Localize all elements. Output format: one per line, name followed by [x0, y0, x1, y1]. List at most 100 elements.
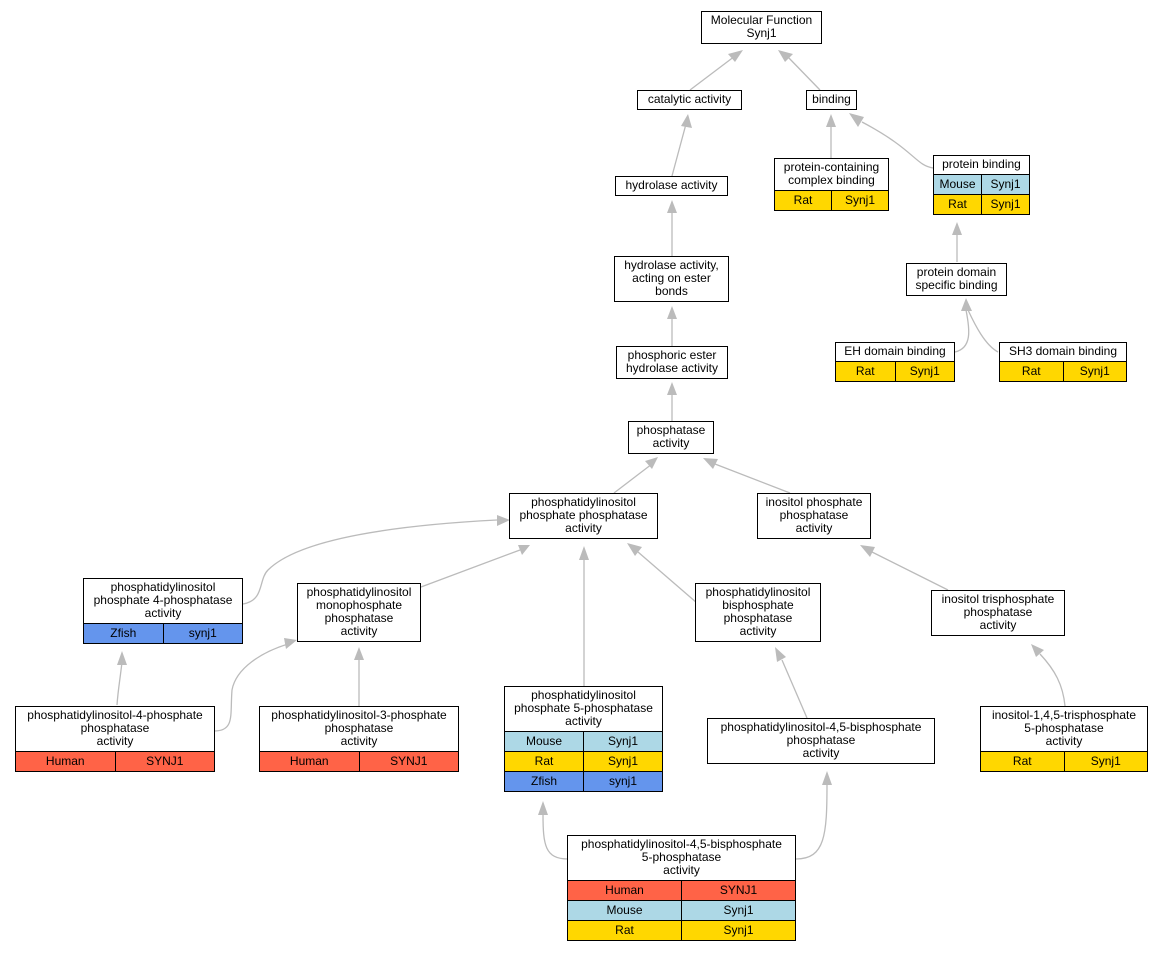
edge-itpp-ipp: [871, 551, 949, 591]
arrow-ehb-pdsb: [961, 298, 972, 311]
node-binding[interactable]: binding: [806, 90, 857, 110]
edge-pi4pp-pi4p: [116, 661, 123, 706]
species-label: Mouse: [934, 175, 981, 194]
arrow-pi45b5p-pi5p: [538, 801, 548, 815]
node-catalytic-activity[interactable]: catalytic activity: [637, 90, 742, 110]
arrow-phosester-hydroester: [667, 306, 677, 319]
node-hydrolase-activity-ester-bonds[interactable]: hydrolase activity, acting on ester bond…: [614, 256, 729, 302]
gene-label: Synj1: [1063, 752, 1147, 771]
node-inositol-phosphate-phosphatase-activity[interactable]: inositol phosphate phosphatase activity: [757, 493, 871, 539]
node-title: inositol trisphosphate phosphatase activ…: [941, 592, 1055, 632]
arrow-pccb-binding: [826, 114, 836, 127]
node-phosphoric-ester-hydrolase-activity[interactable]: phosphoric ester hydrolase activity: [616, 346, 728, 379]
node-title: hydrolase activity, acting on ester bond…: [624, 258, 719, 298]
edge-pi45b5p-pi45bp: [795, 783, 828, 860]
edge-pi4p-pipphos: [242, 519, 498, 605]
gene-label: Synj1: [981, 195, 1029, 214]
node-pi45bp-phosphatase-activity[interactable]: phosphatidylinositol-4,5-bisphosphate ph…: [707, 718, 935, 764]
species-label: Rat: [505, 752, 583, 771]
gene-label: Synj1: [583, 752, 662, 771]
edge-pi45bp-pibp: [781, 659, 808, 719]
node-pi45bp-5-phosphatase-activity[interactable]: phosphatidylinositol-4,5-bisphosphate 5-…: [567, 835, 796, 941]
node-title: protein domain specific binding: [915, 265, 998, 292]
node-title: phosphatidylinositol-3-phosphate phospha…: [271, 708, 447, 748]
node-phosphatidylinositol-phosphate-4-phosphatase-activity[interactable]: phosphatidylinositol phosphate 4-phospha…: [83, 578, 243, 644]
node-hydrolase-activity[interactable]: hydrolase activity: [615, 176, 728, 196]
node-title: phosphatidylinositol phosphate 4-phospha…: [93, 580, 233, 620]
arrow-binding-root: [778, 50, 793, 62]
edge-pipphos-phosphatase: [613, 463, 653, 494]
arrow-pi4pp-pimp: [284, 638, 297, 649]
node-title: binding: [812, 92, 851, 106]
species-label: Human: [260, 752, 359, 771]
node-phosphatidylinositol-bisphosphate-phosphatase-activity[interactable]: phosphatidylinositol bisphosphate phosph…: [695, 583, 821, 642]
species-label: Rat: [775, 191, 831, 210]
node-title: catalytic activity: [647, 92, 732, 106]
node-title: phosphatidylinositol-4-phosphate phospha…: [27, 708, 203, 748]
node-molecular-function[interactable]: Molecular Function Synj1: [701, 11, 822, 44]
gene-label: SYNJ1: [681, 881, 795, 900]
node-title: inositol phosphate phosphatase activity: [765, 495, 863, 535]
arrow-phosphatase-phosester: [667, 382, 677, 395]
gene-label: Synj1: [583, 732, 662, 751]
edge-pi45b5p-pi5p: [542, 813, 569, 860]
edge-binding-root: [786, 55, 821, 91]
species-label: Rat: [981, 752, 1064, 771]
node-phosphatase-activity[interactable]: phosphatase activity: [628, 421, 714, 454]
arrow-ipp-phosphatase: [703, 458, 718, 469]
node-title: inositol-1,4,5-trisphosphate 5-phosphata…: [991, 708, 1137, 748]
edge-sh3b-pdsb: [967, 309, 999, 353]
node-title: hydrolase activity: [625, 178, 718, 192]
arrow-hydrolase-catalytic: [681, 114, 692, 128]
node-pi4p-phosphatase-activity[interactable]: phosphatidylinositol-4-phosphate phospha…: [15, 706, 215, 772]
gene-label: SYNJ1: [358, 752, 458, 771]
arrow-pipphos-phosphatase: [645, 457, 658, 469]
arrow-hydroester-hydrolase: [667, 200, 677, 213]
node-phosphatidylinositol-monophosphate-phosphatase-activity[interactable]: phosphatidylinositol monophosphate phosp…: [297, 583, 421, 642]
edge-ipp-phosphatase: [714, 463, 791, 494]
edge-catalytic-root: [689, 55, 736, 91]
species-label: Mouse: [568, 901, 681, 920]
node-title: protein-containing complex binding: [783, 160, 880, 187]
species-label: Mouse: [505, 732, 583, 751]
node-phosphatidylinositol-phosphate-5-phosphatase-activity[interactable]: phosphatidylinositol phosphate 5-phospha…: [504, 686, 663, 792]
gene-label: Synj1: [681, 921, 795, 940]
arrow-pi4p-pipphos: [497, 515, 510, 526]
node-pi3p-phosphatase-activity[interactable]: phosphatidylinositol-3-phosphate phospha…: [259, 706, 459, 772]
node-phosphatidylinositol-phosphate-phosphatase-activity[interactable]: phosphatidylinositol phosphate phosphata…: [509, 493, 658, 539]
node-protein-domain-specific-binding[interactable]: protein domain specific binding: [906, 263, 1007, 296]
species-label: Rat: [934, 195, 981, 214]
node-inositol-145-trisphosphate-5-phosphatase-activity[interactable]: inositol-1,4,5-trisphosphate 5-phosphata…: [980, 706, 1148, 772]
arrow-catalytic-root: [728, 50, 743, 62]
arrow-itpp-ipp: [860, 545, 875, 557]
node-title: phosphatidylinositol-4,5-bisphosphate 5-…: [581, 837, 782, 877]
edge-pi4pp-pimp: [213, 643, 289, 732]
species-label: Rat: [568, 921, 681, 940]
node-inositol-trisphosphate-phosphatase-activity[interactable]: inositol trisphosphate phosphatase activ…: [931, 590, 1065, 636]
gene-label: Synj1: [981, 175, 1029, 194]
edge-i145-itpp: [1039, 653, 1066, 707]
arrow-pi45bp-pibp: [775, 647, 786, 662]
arrow-pi5p-pipphos: [579, 546, 589, 560]
gene-label: Synj1: [681, 901, 795, 920]
node-title: phosphatidylinositol monophosphate phosp…: [306, 585, 412, 638]
species-label: Human: [16, 752, 115, 771]
arrow-pi45b5p-pi45bp: [822, 771, 832, 785]
node-title: phosphatidylinositol bisphosphate phosph…: [705, 585, 811, 638]
edge-protbind-binding: [861, 121, 934, 169]
node-title: phosphoric ester hydrolase activity: [625, 348, 719, 375]
species-label: Rat: [836, 362, 895, 381]
